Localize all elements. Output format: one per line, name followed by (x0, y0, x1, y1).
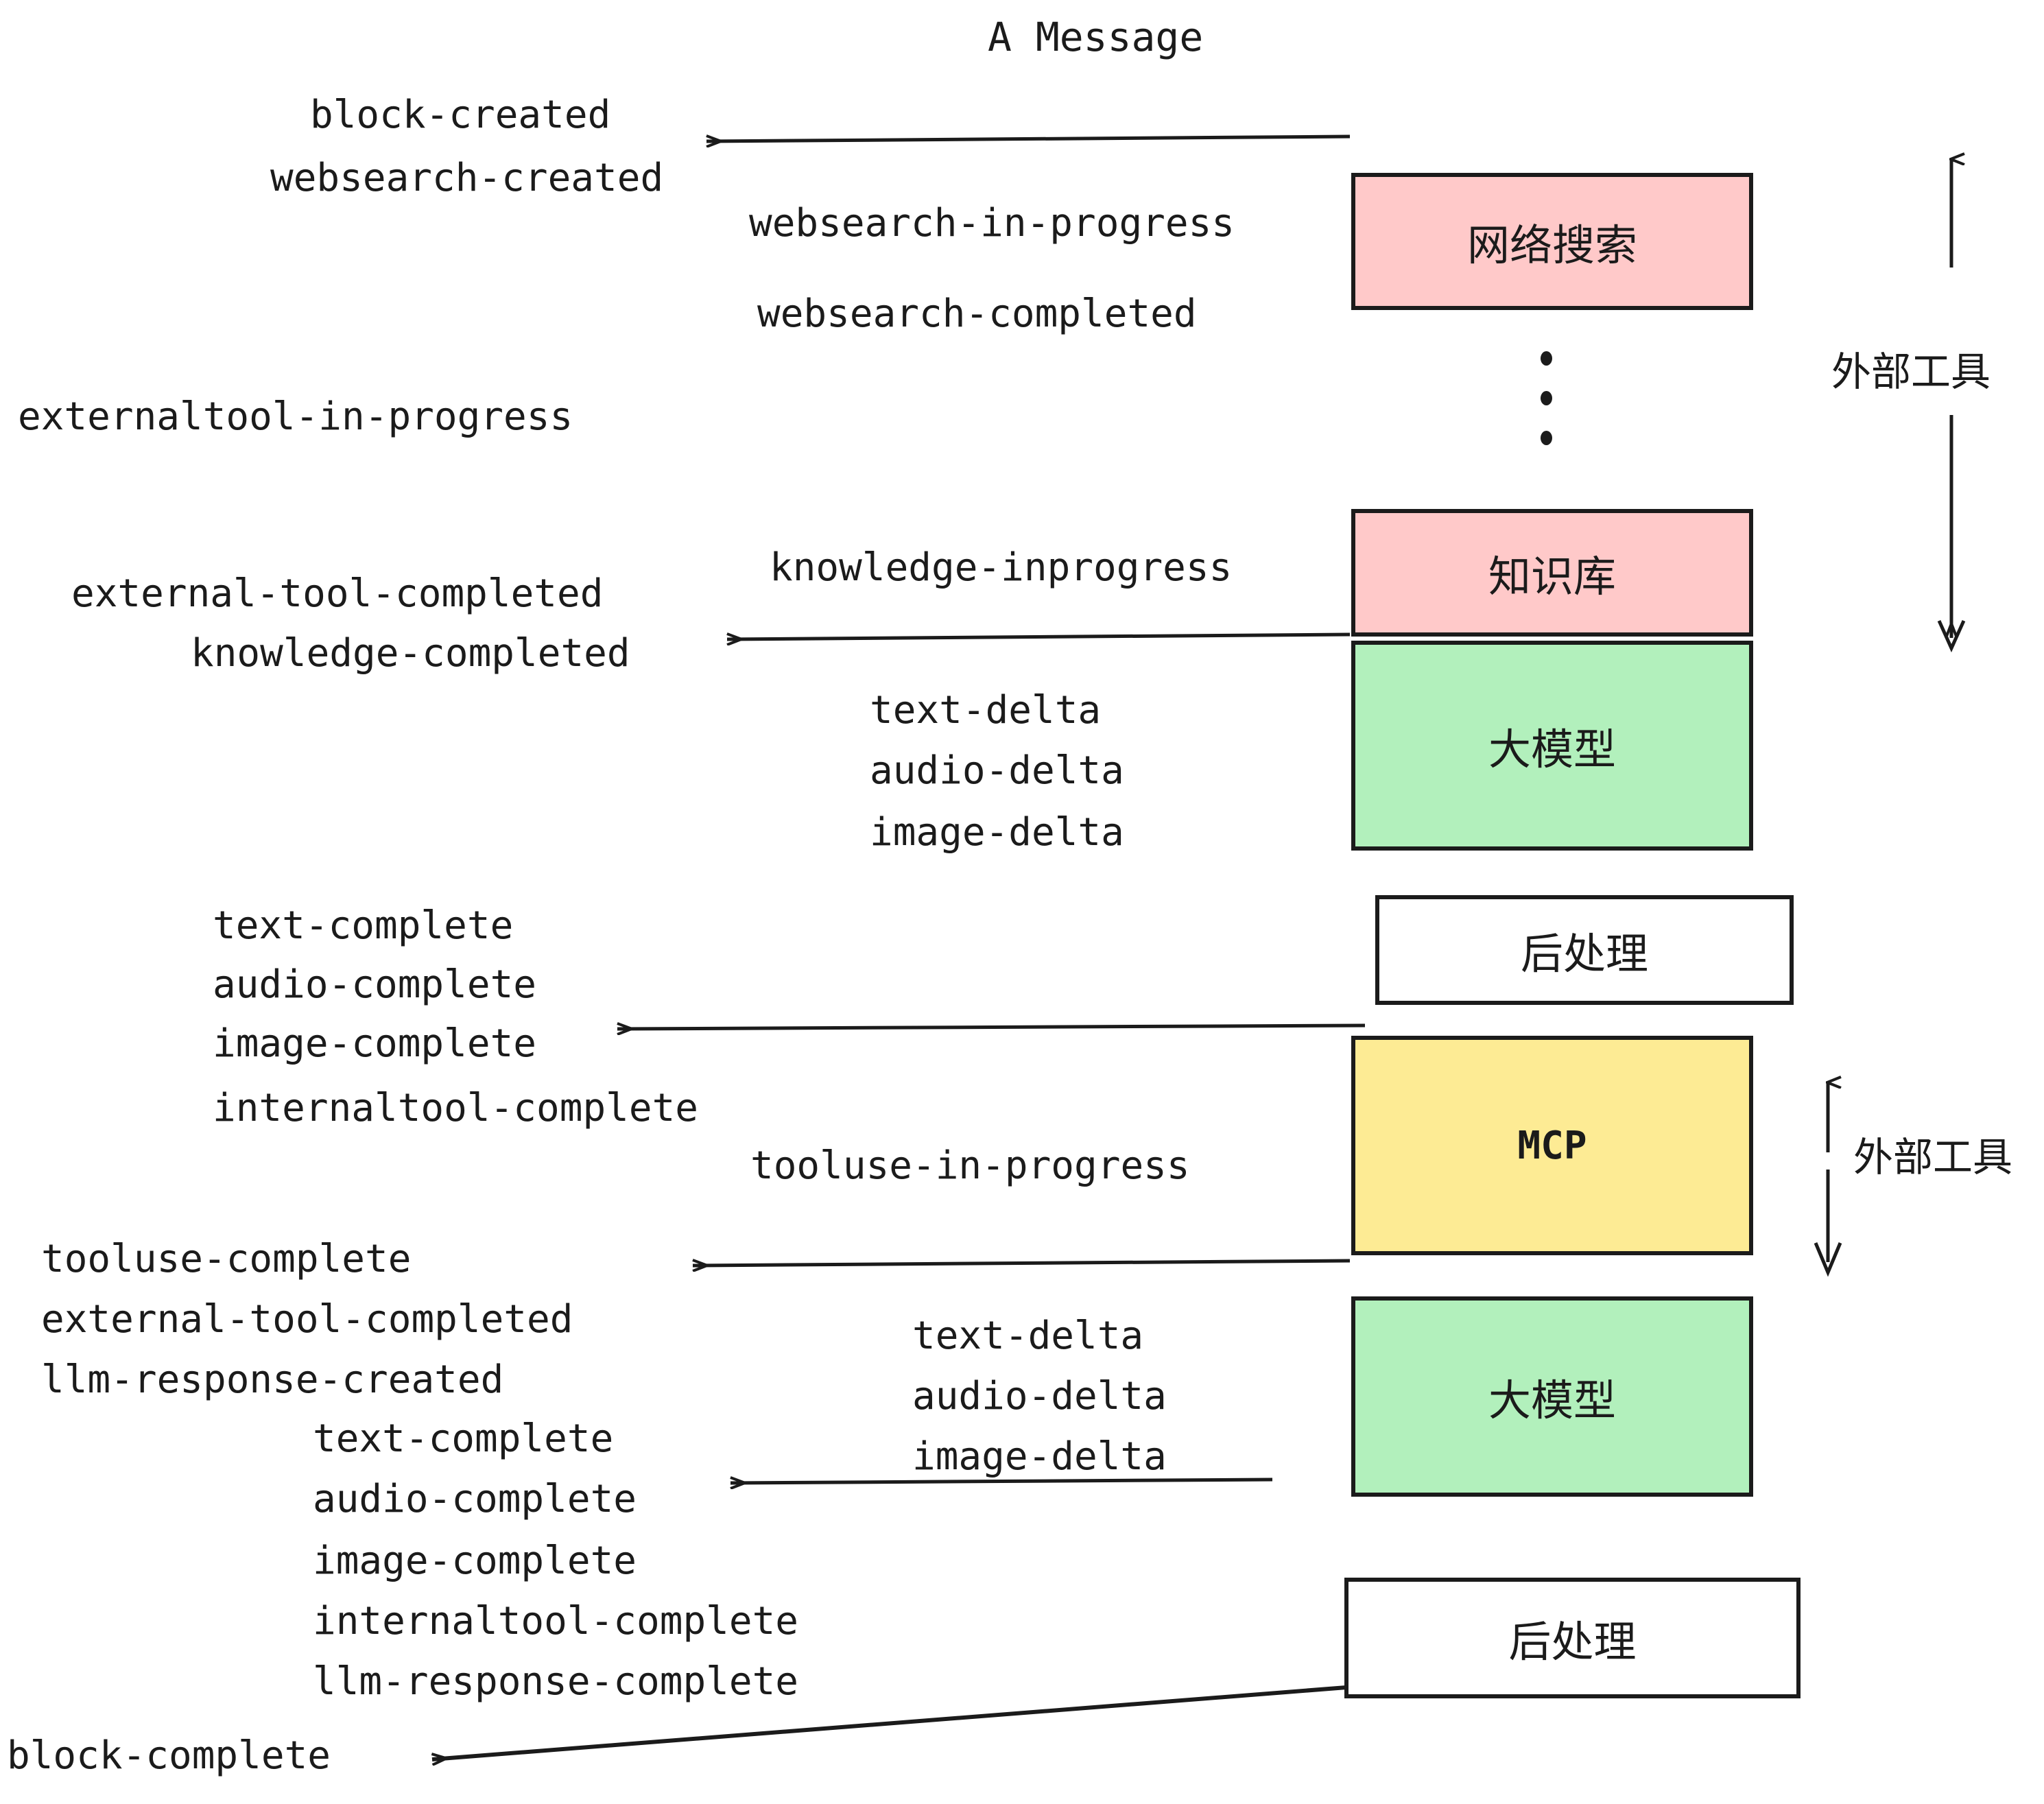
event-audio-delta-2: audio-delta (912, 1374, 1167, 1419)
event-external-tool-completed-1: external-tool-completed (71, 571, 604, 616)
node-knowledge: 知识库 (1351, 509, 1753, 637)
event-block-created: block-created (310, 93, 611, 137)
event-knowledge-completed: knowledge-completed (191, 631, 630, 676)
event-audio-complete-1: audio-complete (213, 962, 537, 1007)
arrow-knowledge-to-completed (727, 634, 1351, 639)
ellipsis-dot-1 (1541, 351, 1552, 366)
event-image-delta-2: image-delta (912, 1434, 1167, 1479)
node-mcp-label: MCP (1517, 1123, 1587, 1168)
event-external-tool-completed-2: external-tool-completed (41, 1297, 573, 1342)
node-websearch: 网络搜索 (1351, 173, 1753, 310)
group-label-external-tools-top: 外部工具 (1831, 348, 1991, 395)
event-websearch-created: websearch-created (270, 156, 664, 200)
node-postprocess-2-label: 后处理 (1508, 1617, 1637, 1667)
event-audio-delta-1: audio-delta (870, 748, 1124, 793)
event-tooluse-in-progress: tooluse-in-progress (750, 1143, 1190, 1188)
external-tools-top-arrowhead-down (1937, 619, 1966, 653)
node-llm-1-label: 大模型 (1488, 724, 1616, 774)
event-text-complete-1: text-complete (213, 903, 514, 948)
event-llm-response-created: llm-response-created (41, 1357, 504, 1402)
event-audio-complete-2: audio-complete (313, 1477, 637, 1521)
event-tooluse-complete: tooluse-complete (41, 1237, 412, 1281)
node-llm-2-label: 大模型 (1488, 1375, 1616, 1425)
event-llm-response-complete: llm-response-complete (313, 1659, 799, 1704)
event-image-delta-1: image-delta (870, 810, 1124, 855)
event-externaltool-in-progress: externaltool-in-progress (18, 394, 573, 439)
event-image-complete-1: image-complete (213, 1021, 537, 1066)
node-websearch-label: 网络搜索 (1466, 220, 1637, 270)
page-title: A Message (988, 14, 1204, 60)
group-label-external-tools-bottom: 外部工具 (1853, 1134, 2013, 1180)
arrow-websearch-to-blockcreated (706, 137, 1351, 141)
ellipsis-dot-3 (1541, 431, 1552, 445)
node-mcp: MCP (1351, 1036, 1753, 1255)
event-websearch-in-progress: websearch-in-progress (749, 201, 1235, 246)
event-block-complete: block-complete (7, 1733, 331, 1778)
node-postprocess-1-label: 后处理 (1520, 929, 1648, 979)
event-text-complete-2: text-complete (313, 1416, 614, 1461)
node-llm-2: 大模型 (1351, 1296, 1753, 1497)
node-postprocess-1: 后处理 (1375, 895, 1794, 1005)
event-websearch-completed: websearch-completed (757, 292, 1197, 336)
event-image-complete-2: image-complete (313, 1539, 637, 1583)
node-knowledge-label: 知识库 (1488, 551, 1616, 602)
arrow-mcp-to-toolusecomplete (693, 1261, 1351, 1266)
node-llm-1: 大模型 (1351, 641, 1753, 851)
node-postprocess-2: 后处理 (1344, 1578, 1801, 1698)
ellipsis-dot-2 (1541, 391, 1552, 405)
event-text-delta-1: text-delta (870, 688, 1102, 733)
event-text-delta-2: text-delta (912, 1314, 1144, 1358)
event-knowledge-inprogress: knowledge-inprogress (770, 545, 1233, 590)
event-internaltool-complete-2: internaltool-complete (313, 1599, 799, 1643)
arrow-postprocess1-to-imagecomplete (617, 1025, 1366, 1029)
external-tools-bottom-arrowhead-down (1814, 1242, 1842, 1277)
arrow-llm2-to-audiocomplete (730, 1480, 1273, 1483)
event-internaltool-complete-1: internaltool-complete (213, 1086, 699, 1130)
